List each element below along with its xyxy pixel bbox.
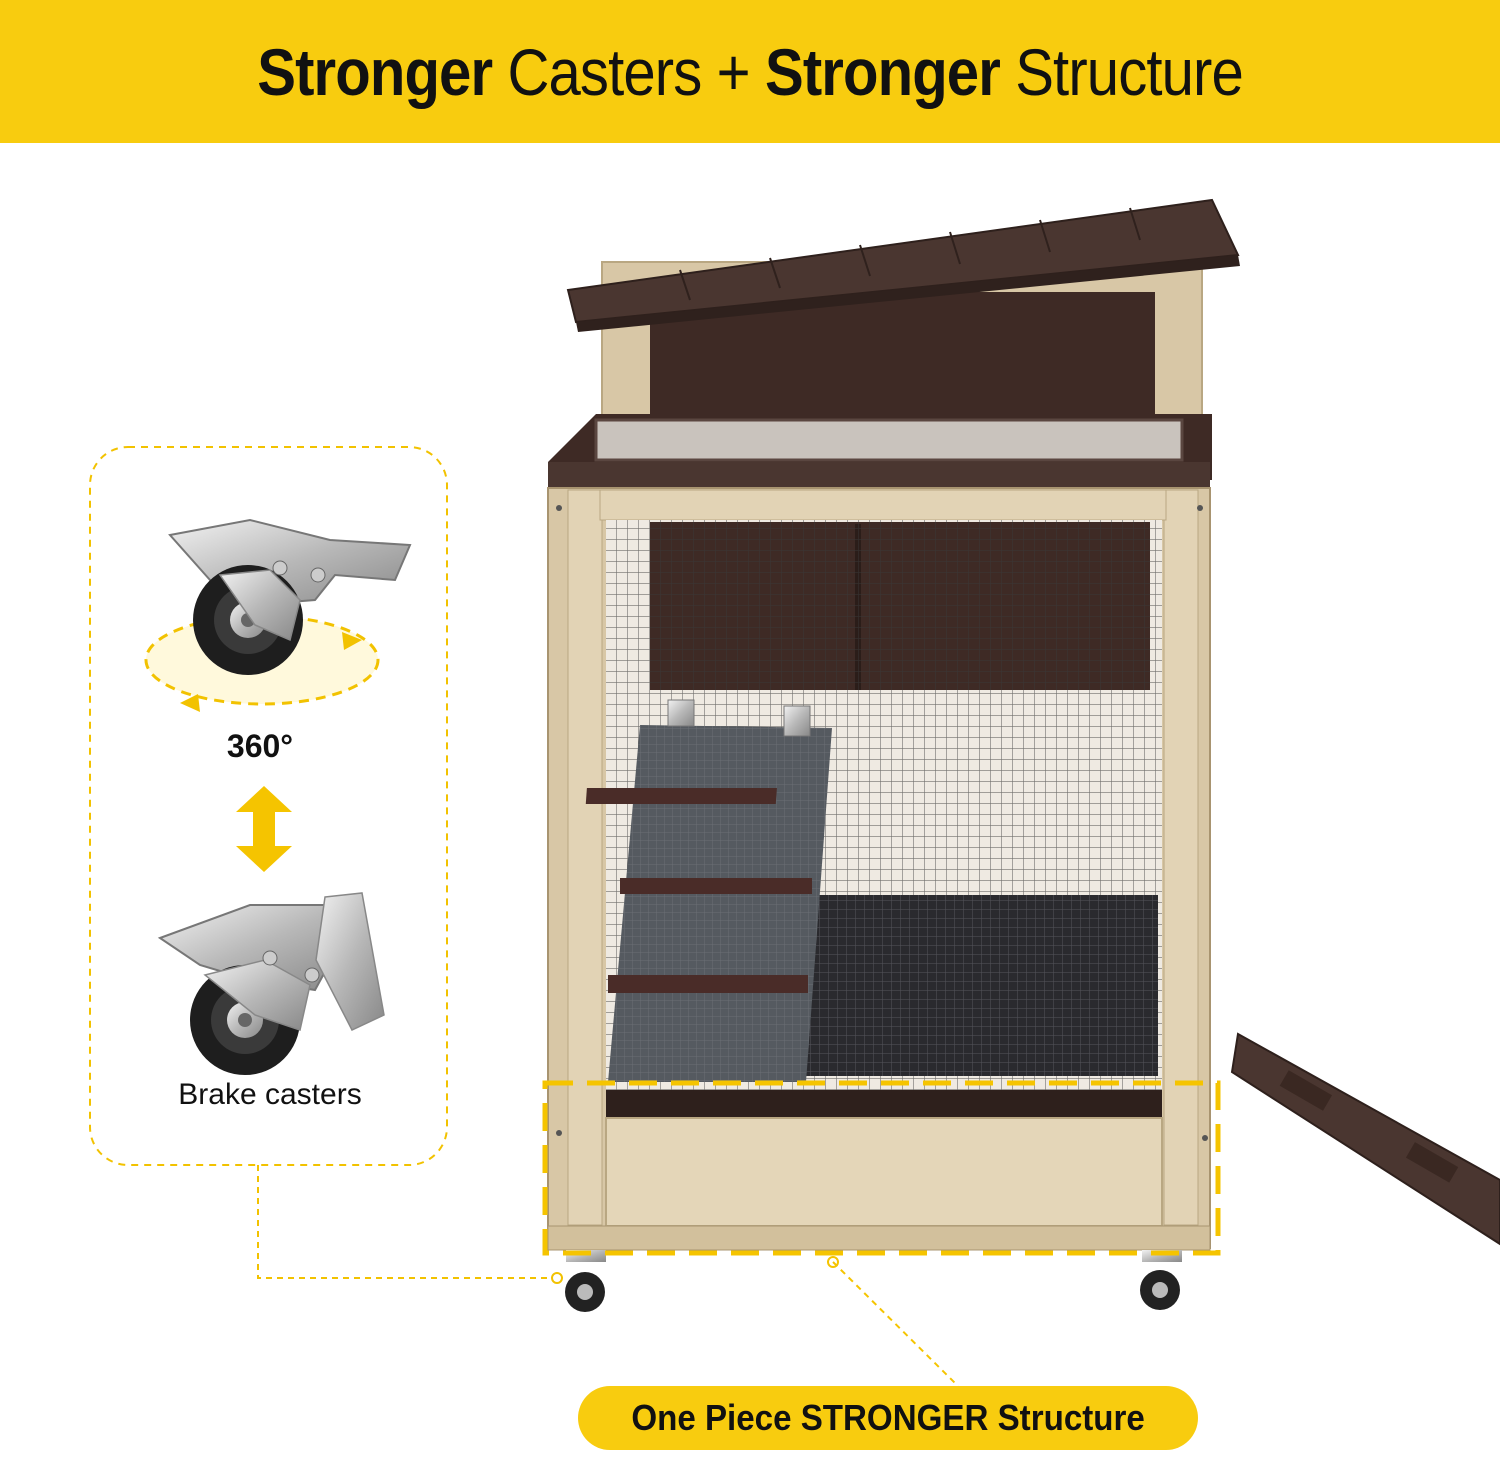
caster-connector-line — [257, 1165, 557, 1279]
double-arrow-icon — [236, 786, 292, 872]
rotation-label: 360° — [226, 728, 294, 764]
structure-badge-label: One Piece STRONGER Structure — [631, 1397, 1145, 1438]
headline-bold-1: Stronger — [257, 34, 493, 109]
headline: Stronger Casters + Stronger Structure — [257, 34, 1244, 110]
structure-connector-line — [832, 1261, 959, 1387]
structure-highlight-box — [542, 1080, 1221, 1256]
caster-callout-box — [89, 446, 448, 1166]
brake-casters-label: Brake casters — [178, 1078, 362, 1111]
headline-regular-2: Structure — [999, 34, 1244, 109]
hutch-caster-right — [1140, 1250, 1182, 1310]
header-banner: Stronger Casters + Stronger Structure — [0, 0, 1500, 143]
brake-caster-icon — [157, 892, 385, 1075]
swivel-caster-icon — [144, 518, 412, 712]
structure-badge: One Piece STRONGER Structure — [578, 1386, 1198, 1450]
headline-bold-2: Stronger — [764, 34, 1001, 109]
hutch-caster-left — [565, 1250, 606, 1312]
headline-regular-1: Casters + — [492, 34, 765, 109]
rabbit-hutch-illustration — [547, 198, 1500, 1312]
